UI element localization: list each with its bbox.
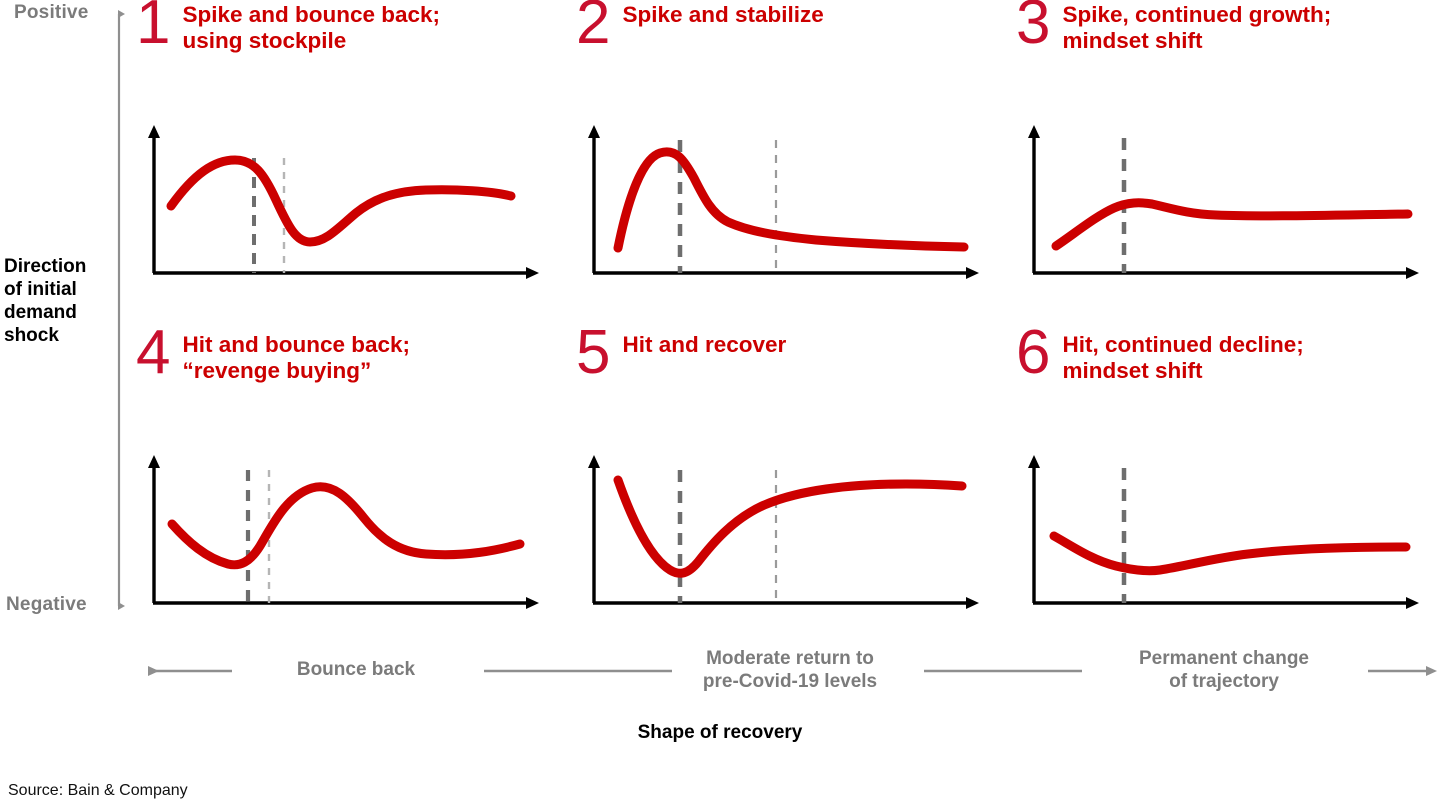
x-axis-caption: Shape of recovery — [637, 722, 803, 743]
panel-5-number: 5 — [576, 318, 611, 387]
band-label-moderate-return: Moderate return to pre-Covid-19 levels — [702, 648, 878, 692]
panel-5-header: 5 Hit and recover — [576, 322, 787, 384]
panel-2-curve — [613, 147, 969, 253]
recovery-shape-band: Bounce back Moderate return to pre-Covid… — [0, 648, 1440, 706]
panel-3-chart — [1028, 125, 1419, 279]
panel-5: 5 Hit and recover — [576, 322, 996, 630]
panel-3-curve — [1051, 198, 1413, 251]
panel-1-header: 1 Spike and bounce back; using stockpile — [136, 0, 440, 54]
panel-6-header: 6 Hit, continued decline; mindset shift — [1016, 322, 1304, 384]
panel-6-number: 6 — [1016, 318, 1051, 387]
panel-6-curve — [1049, 531, 1411, 576]
panel-2-title: Spike and stabilize — [622, 2, 824, 27]
panel-4-title: Hit and bounce back; “revenge buying” — [182, 332, 411, 383]
panel-4-chart — [148, 455, 539, 609]
panel-4-curve — [167, 482, 525, 570]
y-axis-positive-label: Positive — [14, 2, 89, 23]
panel-1-curve — [166, 155, 516, 247]
panel-4-number: 4 — [136, 318, 171, 387]
vertical-direction-arrow-icon — [117, 10, 125, 610]
panel-5-curve — [613, 475, 967, 578]
panel-1: 1 Spike and bounce back; using stockpile — [136, 0, 556, 300]
band-label-bounce-back: Bounce back — [296, 659, 416, 680]
panel-2-chart — [588, 125, 979, 279]
panel-1-number: 1 — [136, 0, 171, 57]
panel-4-header: 4 Hit and bounce back; “revenge buying” — [136, 322, 411, 384]
panel-3-number: 3 — [1016, 0, 1051, 57]
panel-6-title: Hit, continued decline; mindset shift — [1062, 332, 1304, 383]
panel-2-header: 2 Spike and stabilize — [576, 0, 824, 57]
panel-6: 6 Hit, continued decline; mindset shift — [1016, 322, 1436, 630]
panel-3-header: 3 Spike, continued growth; mindset shift — [1016, 0, 1331, 54]
panel-1-title: Spike and bounce back; using stockpile — [182, 2, 441, 53]
panel-4: 4 Hit and bounce back; “revenge buying” — [136, 322, 556, 630]
band-label-permanent-change: Permanent change of trajectory — [1139, 648, 1309, 692]
panel-2-number: 2 — [576, 0, 611, 57]
panel-5-chart — [588, 455, 979, 609]
band-connector-lines — [148, 666, 1437, 676]
panel-3: 3 Spike, continued growth; mindset shift — [1016, 0, 1436, 300]
panel-2: 2 Spike and stabilize — [576, 0, 996, 300]
panel-3-title: Spike, continued growth; mindset shift — [1062, 2, 1332, 53]
panel-6-chart — [1028, 455, 1419, 609]
panel-1-chart — [148, 125, 539, 279]
y-axis-title: Direction of initial demand shock — [4, 256, 87, 346]
panel-5-title: Hit and recover — [622, 332, 787, 357]
y-axis-negative-label: Negative — [6, 594, 87, 615]
source-note: Source: Bain & Company — [8, 782, 188, 799]
